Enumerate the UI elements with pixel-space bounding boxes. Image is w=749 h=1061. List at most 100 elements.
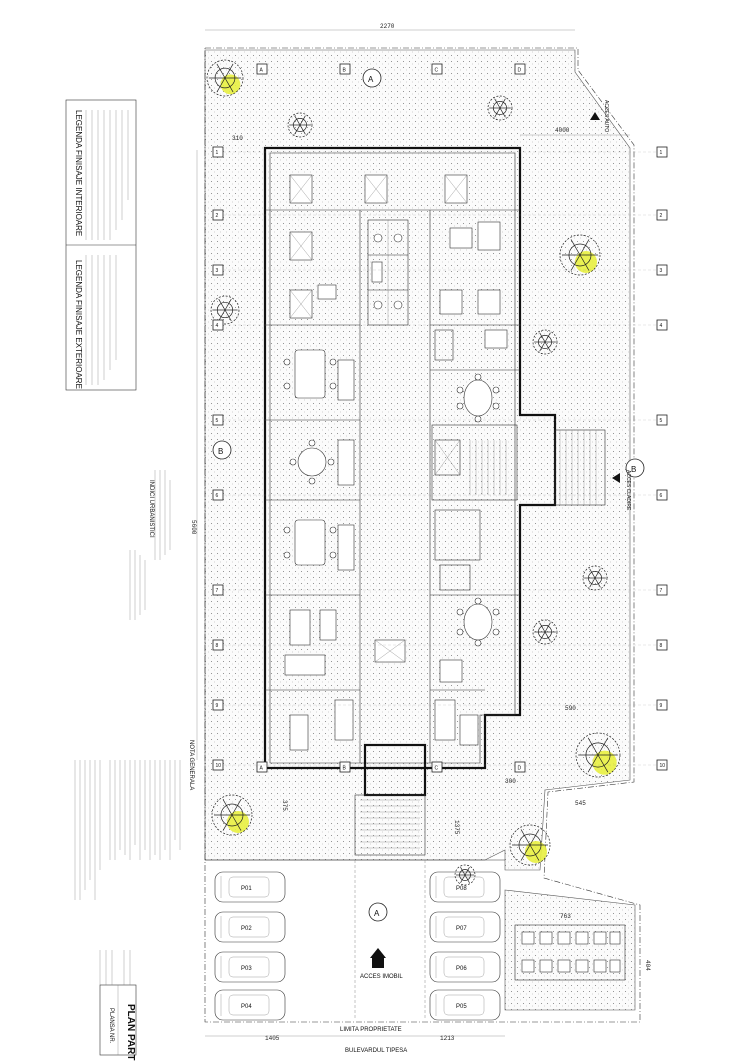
stair-core xyxy=(431,424,518,591)
street-label: BULEVARDUL TIPESA xyxy=(345,1048,407,1054)
general-notes: NOTA GENERALA xyxy=(74,740,194,900)
meeting-room-1 xyxy=(283,349,355,401)
office-right-top xyxy=(434,221,508,361)
building xyxy=(263,146,557,770)
office-desks-top xyxy=(289,174,468,319)
grid-row-bubble: 5 xyxy=(212,414,224,426)
grid-row-bubble: 9 xyxy=(212,699,224,711)
tree-icon xyxy=(532,329,558,355)
entrance-vestibule xyxy=(354,743,427,856)
parking-bay: P07 xyxy=(429,911,501,943)
grid-row-bubble: 3 xyxy=(656,264,668,276)
office-left-bottom xyxy=(284,609,354,751)
parking-bay: P03 xyxy=(214,951,286,983)
access-auto-label: ACCES AUTO xyxy=(603,100,609,132)
meeting-room-right-2 xyxy=(456,597,500,647)
section-mark-a-label: A xyxy=(368,75,374,84)
grid-row-label: 6 xyxy=(660,493,663,499)
grid-column-label: B xyxy=(343,68,347,74)
parking-label: P06 xyxy=(456,966,467,972)
parking-area xyxy=(205,859,505,1020)
legend-panel: LEGENDA FINISAJE INTERIOARE LEGENDA FINI… xyxy=(65,99,137,391)
grid-row-label: 2 xyxy=(660,213,663,219)
dim-1375: 1375 xyxy=(453,820,460,835)
grid-row-label: 8 xyxy=(660,643,663,649)
parking-label: P05 xyxy=(456,1004,467,1010)
parking-label: P02 xyxy=(241,926,252,932)
areas-table: INDICI URBANISTICI xyxy=(129,470,171,620)
access-main-label: ACCES IMOBIL xyxy=(360,974,403,980)
grid-column-bubble: B xyxy=(339,761,351,773)
dim-545: 545 xyxy=(575,800,586,807)
parking-bay: P08 xyxy=(429,871,501,903)
parking-bay: P02 xyxy=(214,911,286,943)
parking-bay: P04 xyxy=(214,989,286,1021)
grid-row-label: 9 xyxy=(660,703,663,709)
meeting-room-3 xyxy=(283,519,355,571)
meeting-room-right-1 xyxy=(456,373,500,423)
dim-375: 375 xyxy=(281,800,288,811)
tree-icon xyxy=(211,794,253,836)
tree-icon xyxy=(509,824,551,866)
tree-icon xyxy=(210,295,240,325)
grid-row-label: 4 xyxy=(660,323,663,329)
exterior-stairs-right xyxy=(554,429,606,506)
grid-column-label: C xyxy=(435,68,439,74)
grid-row-bubble: 10 xyxy=(212,759,224,771)
grid-row-label: 2 xyxy=(216,213,219,219)
grid-column-bubble: B xyxy=(339,63,351,75)
grid-column-bubble: A xyxy=(256,63,268,75)
tree-icon xyxy=(582,565,608,591)
grid-row-bubble: 1 xyxy=(212,146,224,158)
grid-column-bubble: D xyxy=(514,761,526,773)
grid-column-bubble: D xyxy=(514,63,526,75)
access-arrow-auto: ACCES AUTO xyxy=(590,100,609,132)
legend-interior-title: LEGENDA FINISAJE INTERIOARE xyxy=(74,110,83,236)
dim-2270: 2270 xyxy=(380,23,395,30)
areas-title: INDICI URBANISTICI xyxy=(148,480,154,538)
tree-icon xyxy=(487,95,513,121)
grid-column-bubble: C xyxy=(431,63,443,75)
grid-row-label: 5 xyxy=(660,418,663,424)
grid-row-label: 7 xyxy=(660,588,663,594)
grid-row-label: 5 xyxy=(216,418,219,424)
grid-column-bubble: C xyxy=(431,761,443,773)
grid-column-label: D xyxy=(518,68,522,74)
grid-row-bubble: 4 xyxy=(656,319,668,331)
grid-row-bubble: 2 xyxy=(212,209,224,221)
dim-404: 404 xyxy=(644,960,651,971)
section-mark-b-left: B xyxy=(212,440,232,460)
grid-row-label: 1 xyxy=(660,150,663,156)
grid-row-label: 6 xyxy=(216,493,219,499)
dim-5600: 5600 xyxy=(190,520,197,535)
section-mark-a-top: A xyxy=(362,68,382,88)
site-landscape xyxy=(204,49,636,1011)
parking-label: P01 xyxy=(241,886,252,892)
grid-row-label: 9 xyxy=(216,703,219,709)
office-right-bottom xyxy=(434,659,479,746)
grid-row-label: 3 xyxy=(216,268,219,274)
grid-column-label: A xyxy=(260,68,264,74)
tree-icon xyxy=(206,59,244,97)
dim-763: 763 xyxy=(560,913,571,920)
access-arrow-main: ACCES IMOBIL xyxy=(360,948,403,980)
grid-row-bubble: 10 xyxy=(656,759,668,771)
grid-row-bubble: 2 xyxy=(656,209,668,221)
trees xyxy=(206,59,621,886)
access-side-label: ACCES CLADIRE xyxy=(625,470,631,511)
grid-row-bubble: 7 xyxy=(656,584,668,596)
parking-bay: P05 xyxy=(429,989,501,1021)
parking-label: P08 xyxy=(456,886,467,892)
grid-row-bubble: 3 xyxy=(212,264,224,276)
grid-row-label: 1 xyxy=(216,150,219,156)
tree-icon xyxy=(287,112,313,138)
grid-column-label: D xyxy=(518,766,522,772)
grid-row-label: 10 xyxy=(660,763,666,769)
grid-row-bubble: 7 xyxy=(212,584,224,596)
planter-grid xyxy=(514,924,626,981)
grid-row-bubble: 8 xyxy=(656,639,668,651)
tree-icon xyxy=(454,864,476,886)
grid-row-bubble: 6 xyxy=(212,489,224,501)
tree-icon xyxy=(532,619,558,645)
tree-icon xyxy=(575,732,621,778)
